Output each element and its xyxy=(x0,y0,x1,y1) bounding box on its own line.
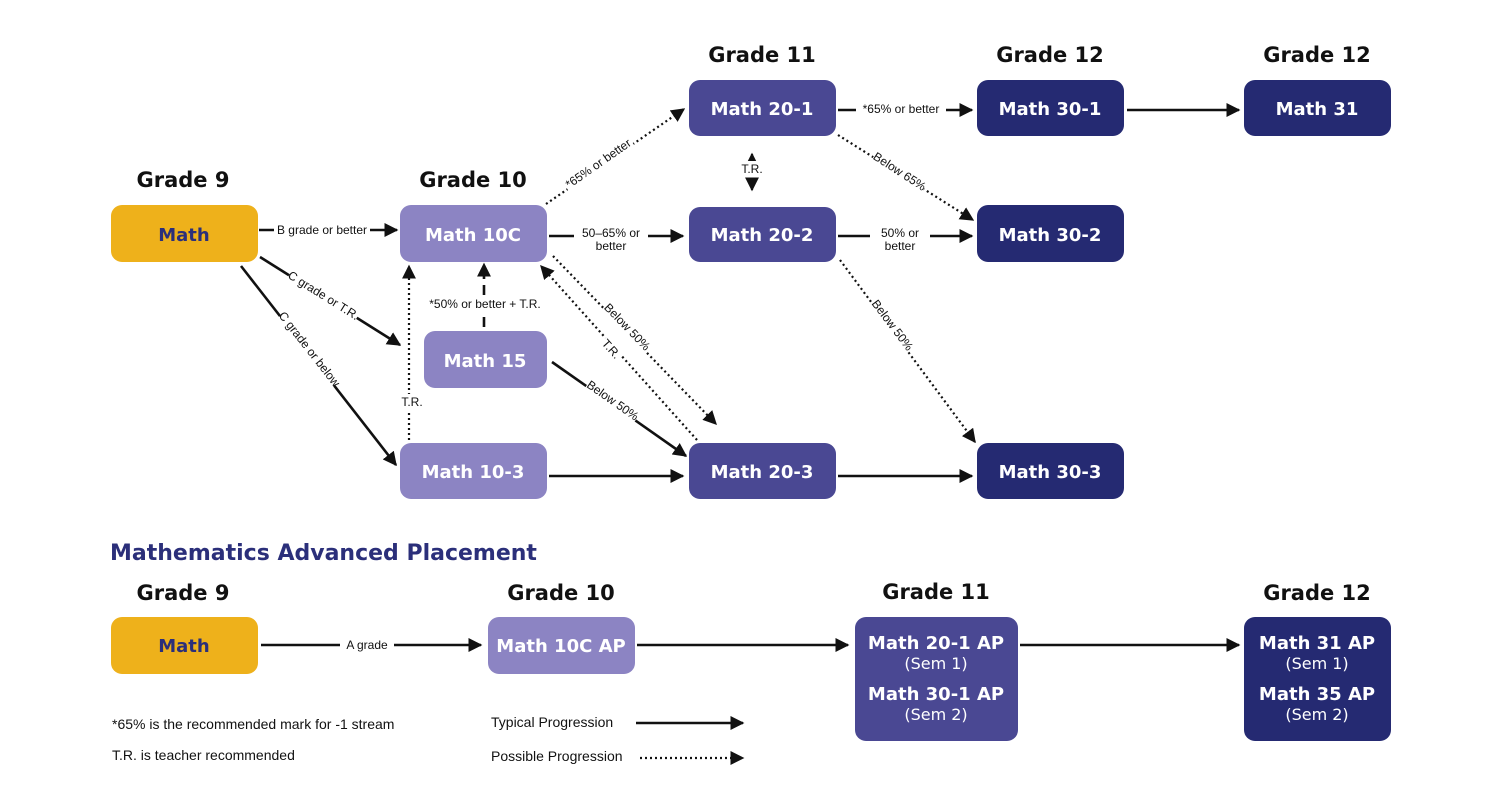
node-label: Math 20-3 xyxy=(711,462,814,483)
node-label: Math 10-3 xyxy=(422,462,525,483)
edge-label-math20-2-to-math30-3: Below 50% xyxy=(869,297,917,354)
label-bg xyxy=(597,334,626,364)
edge-math10c-to-math20-3 xyxy=(552,255,717,426)
label-bg xyxy=(275,309,343,389)
node-math20-2: Math 20-2 xyxy=(689,207,836,262)
node-label: Math 31 xyxy=(1276,99,1359,120)
label-bg xyxy=(574,225,648,253)
node-math-grade9: Math xyxy=(111,205,258,262)
node-math10c: Math 10C xyxy=(400,205,547,262)
node-sub-sem1: (Sem 1) xyxy=(1285,654,1348,673)
node-math20-1: Math 20-1 xyxy=(689,80,836,136)
node-label-math30-1ap: Math 30-1 AP xyxy=(868,684,1004,705)
edge-label-math9-to-math10c: B grade or better xyxy=(277,223,367,237)
node-label: Math 10C xyxy=(425,225,521,246)
node-math31: Math 31 xyxy=(1244,80,1391,136)
node-sub-sem2: (Sem 2) xyxy=(904,705,967,724)
node-label: Math 10C AP xyxy=(496,636,625,657)
edge-label-math20-3-to-math10c: T.R. xyxy=(599,336,624,361)
edge-label-math20-1-to-math30-1: *65% or better xyxy=(863,102,940,116)
node-label: Math xyxy=(158,225,209,246)
ap-grade-10-header: Grade 10 xyxy=(507,581,615,605)
node-math30-3: Math 30-3 xyxy=(977,443,1124,499)
ap-section-title: Mathematics Advanced Placement xyxy=(110,541,537,566)
edge-label-math9-to-math10-3: C grade or below xyxy=(276,309,343,390)
node-sub-sem1: (Sem 1) xyxy=(904,654,967,673)
node-label: Math 30-3 xyxy=(999,462,1102,483)
edge-label-math10c-to-math20-2-line2: better xyxy=(596,239,627,253)
label-bg xyxy=(738,161,766,176)
edge-label-math15-to-math20-3: Below 50% xyxy=(584,378,641,424)
label-bg xyxy=(870,226,930,254)
grade-11-header: Grade 11 xyxy=(708,43,816,67)
legend-possible-label: Possible Progression xyxy=(491,748,623,764)
edge-label-math10c-to-math20-1: *65% or better xyxy=(563,136,634,191)
ap-grade-11-header: Grade 11 xyxy=(882,580,990,604)
ap-node-math31ap-math35ap: Math 31 AP (Sem 1) Math 35 AP (Sem 2) xyxy=(1244,617,1391,741)
node-math15: Math 15 xyxy=(424,331,547,388)
legend-typical-label: Typical Progression xyxy=(491,714,613,730)
label-bg xyxy=(583,376,642,425)
ap-node-math20-1ap-math30-1ap: Math 20-1 AP (Sem 1) Math 30-1 AP (Sem 2… xyxy=(855,617,1018,741)
node-label: Math 20-2 xyxy=(711,225,814,246)
label-bg xyxy=(870,148,930,195)
ap-edge-label-math9-to-math10cap: A grade xyxy=(346,638,388,652)
node-label: Math 30-1 xyxy=(999,99,1102,120)
label-bg xyxy=(274,222,370,238)
edge-math20-1-to-math30-2 xyxy=(837,134,975,221)
node-label-math31ap: Math 31 AP xyxy=(1259,633,1375,654)
label-bg xyxy=(424,296,546,312)
node-label: Math 20-1 xyxy=(711,99,814,120)
label-bg xyxy=(600,299,654,355)
node-label: Math 30-2 xyxy=(999,225,1102,246)
label-bg xyxy=(867,296,917,354)
grade-10-header: Grade 10 xyxy=(419,168,527,192)
edge-label-math20-2-to-math30-2-line1: 50% or xyxy=(881,226,919,240)
edge-label-math15-to-math10c: *50% or better + T.R. xyxy=(429,297,541,311)
node-math20-3: Math 20-3 xyxy=(689,443,836,499)
grade-12-header: Grade 12 xyxy=(996,43,1104,67)
node-math10-3: Math 10-3 xyxy=(400,443,547,499)
label-bg xyxy=(285,267,362,324)
node-sub-sem2: (Sem 2) xyxy=(1285,705,1348,724)
node-label: Math 15 xyxy=(444,351,527,372)
ap-grade-9-header: Grade 9 xyxy=(137,581,230,605)
edge-label-math10c-to-math20-2-line1: 50–65% or xyxy=(582,226,640,240)
ap-node-math10cap: Math 10C AP xyxy=(488,617,635,674)
node-label-math20-1ap: Math 20-1 AP xyxy=(868,633,1004,654)
ap-node-math-grade9: Math xyxy=(111,617,258,674)
node-label-math35ap: Math 35 AP xyxy=(1259,684,1375,705)
label-bg xyxy=(856,101,946,117)
grade-9-header: Grade 9 xyxy=(137,168,230,192)
edge-label-math9-to-math15: C grade or T.R. xyxy=(285,268,361,323)
node-math30-1: Math 30-1 xyxy=(977,80,1124,136)
edge-label-math20-1-math20-2: T.R. xyxy=(741,162,762,176)
node-label: Math xyxy=(158,636,209,657)
node-math30-2: Math 30-2 xyxy=(977,205,1124,262)
grade-12-math31-header: Grade 12 xyxy=(1263,43,1371,67)
footnote-65-percent: *65% is the recommended mark for -1 stre… xyxy=(112,716,394,732)
ap-grade-12-header: Grade 12 xyxy=(1263,581,1371,605)
footnote-tr: T.R. is teacher recommended xyxy=(112,747,295,763)
edge-label-math10-3-to-math10c: T.R. xyxy=(401,395,422,409)
label-bg xyxy=(399,394,425,410)
edge-label-math20-1-to-math30-2: Below 65% xyxy=(871,149,929,194)
label-bg xyxy=(560,134,636,194)
edge-label-math20-2-to-math30-2-line2: better xyxy=(885,239,916,253)
label-bg xyxy=(340,637,394,653)
